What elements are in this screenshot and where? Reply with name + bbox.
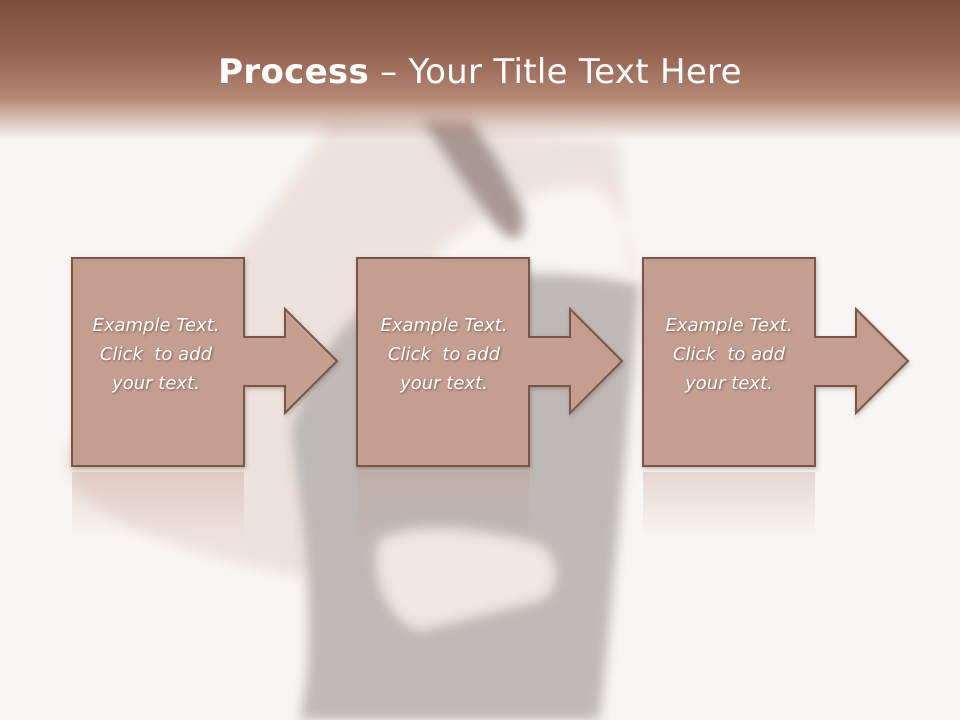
- step-2-line-3: your text.: [400, 373, 488, 394]
- title-rest: – Your Title Text Here: [369, 52, 742, 92]
- process-step-3[interactable]: [642, 257, 910, 540]
- step-3-line-3: your text.: [685, 373, 773, 394]
- step-3-line-1: Example Text.: [665, 315, 793, 336]
- header-band: [0, 0, 960, 140]
- step-2-line-1: Example Text.: [380, 315, 508, 336]
- step-2-line-2: Click to add: [387, 344, 500, 365]
- slide-title[interactable]: Process – Your Title Text Here: [0, 52, 960, 92]
- step-2-text[interactable]: Example Text. Click to add your text.: [356, 311, 532, 398]
- step-1-text[interactable]: Example Text. Click to add your text.: [68, 311, 244, 398]
- title-bold: Process: [218, 52, 370, 92]
- step-3-line-2: Click to add: [672, 344, 785, 365]
- step-3-text[interactable]: Example Text. Click to add your text.: [641, 311, 817, 398]
- process-step-2[interactable]: [356, 257, 624, 540]
- step-1-line-1: Example Text.: [92, 315, 220, 336]
- step-1-line-2: Click to add: [99, 344, 212, 365]
- process-step-1[interactable]: [71, 257, 339, 540]
- step-1-line-3: your text.: [112, 373, 200, 394]
